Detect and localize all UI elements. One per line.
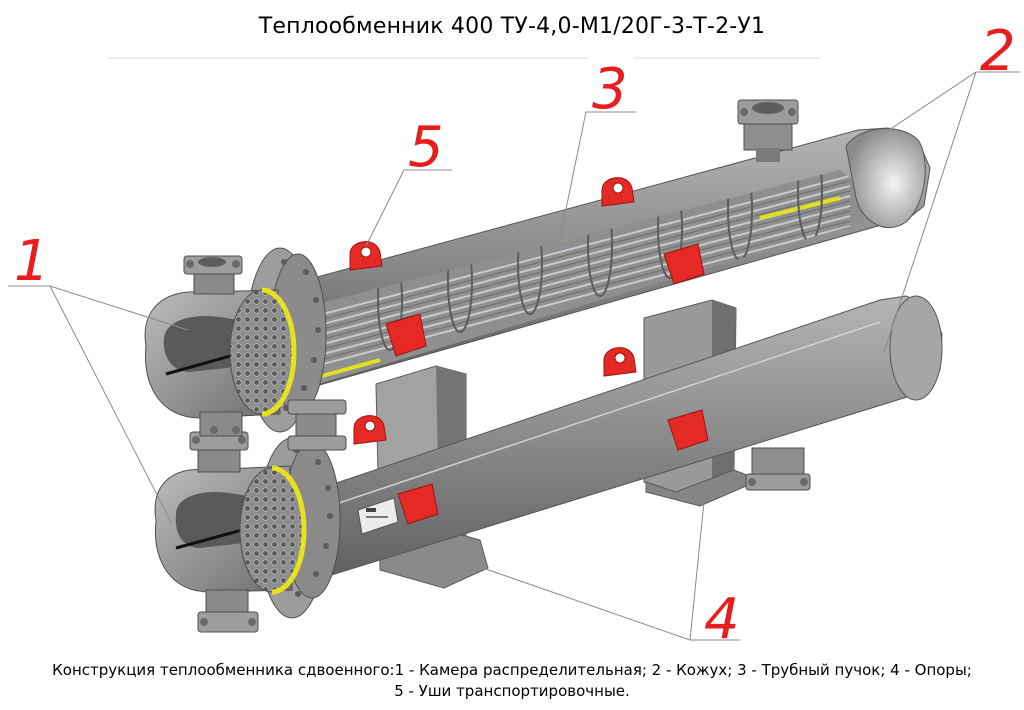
lower-top-nozzle <box>189 431 249 473</box>
lifting-lug-upper-1 <box>349 241 383 271</box>
upper-bottom-nozzle <box>199 411 243 437</box>
callout-1: 1 <box>14 229 50 294</box>
lifting-lug-lower-2 <box>603 347 637 377</box>
callout-4: 4 <box>704 587 740 652</box>
caption-line-2: 5 - Уши транспортировочные. <box>394 682 630 700</box>
saddle-marker-4 <box>667 409 709 451</box>
caption-line-1: Конструкция теплообменника сдвоенного:1 … <box>52 661 972 679</box>
saddle-marker-3 <box>397 483 439 525</box>
lifting-lug-upper-2 <box>601 177 635 207</box>
connecting-nozzle <box>287 399 347 451</box>
saddle-marker-1 <box>385 313 427 357</box>
lower-right-nozzle <box>745 447 811 491</box>
upper-right-nozzle <box>737 99 799 162</box>
saddle-marker-2 <box>663 243 705 285</box>
nameplate <box>357 497 399 535</box>
lower-distribution-chamber <box>154 465 307 595</box>
upper-distribution-chamber <box>144 287 297 419</box>
caption: Конструкция теплообменника сдвоенного:1 … <box>0 660 1024 702</box>
callout-2: 2 <box>980 19 1016 84</box>
lower-bottom-nozzle <box>197 589 259 633</box>
callout-5: 5 <box>408 115 444 180</box>
callout-3: 3 <box>592 57 628 122</box>
leader-lines <box>8 71 1020 641</box>
upper-top-nozzle <box>183 255 243 295</box>
page-title: Теплообменник 400 ТУ-4,0-М1/20Г-3-Т-2-У1 <box>258 14 766 39</box>
lifting-lug-lower-1 <box>353 415 387 445</box>
